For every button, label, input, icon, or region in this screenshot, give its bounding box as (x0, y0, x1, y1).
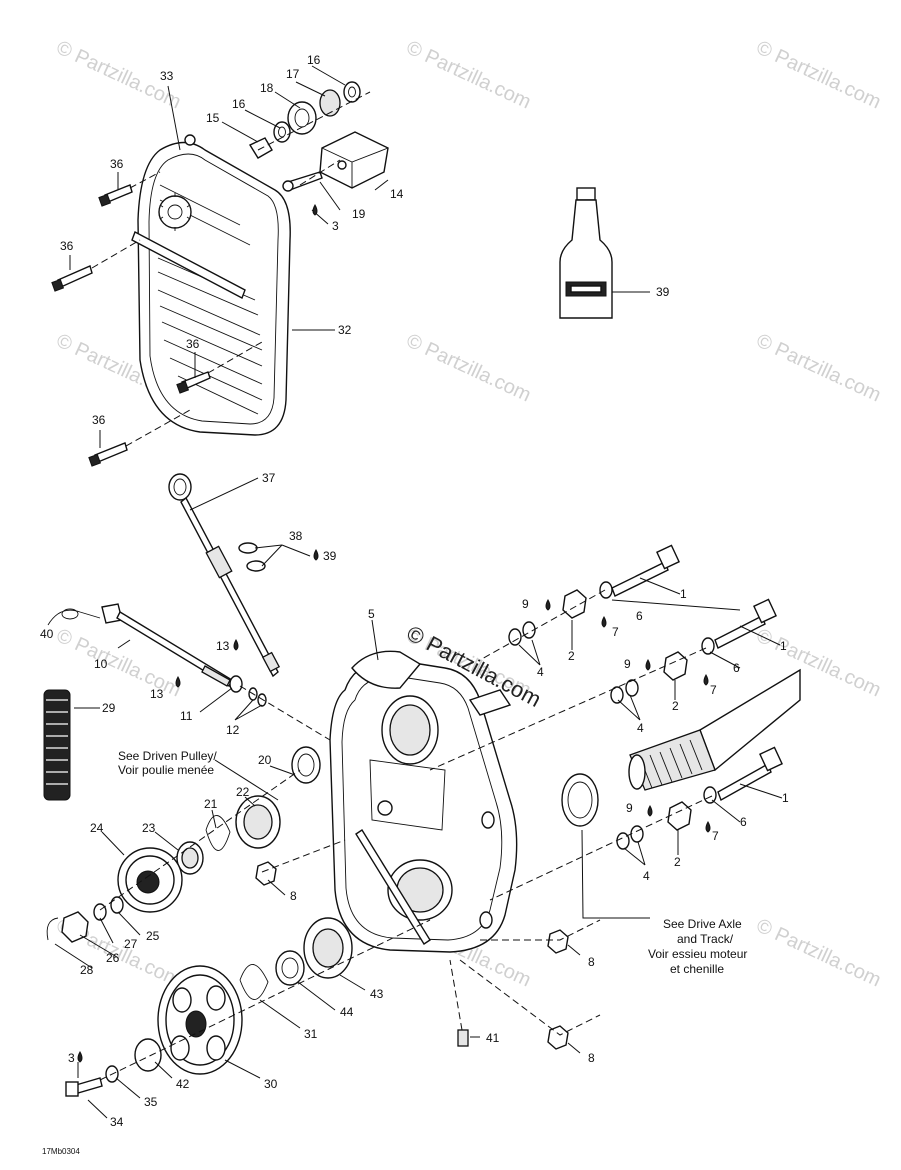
leader-lines (54, 65, 783, 1119)
callout-1: 1 (680, 587, 687, 601)
chaincase-cover (131, 134, 291, 436)
callout-20: 20 (258, 753, 272, 767)
callout-8: 8 (290, 889, 297, 903)
reference-notes: See Driven Pulley/ Voir poulie menée See… (118, 749, 747, 976)
callout-39: 39 (656, 285, 670, 299)
flange-nuts (255, 839, 601, 1050)
callout-16: 16 (307, 53, 321, 67)
lubricant-drop-icon (77, 203, 711, 1063)
drive-axle-note: Voir essieu moteur (648, 947, 747, 961)
driven-pulley-note: Voir poulie menée (118, 763, 214, 777)
callout-44: 44 (340, 1005, 354, 1019)
callout-36: 36 (110, 157, 124, 171)
callout-4: 4 (637, 721, 644, 735)
callout-40: 40 (40, 627, 54, 641)
watermark: © Partzilla.com (403, 330, 534, 407)
callout-22: 22 (236, 785, 250, 799)
callout-24: 24 (90, 821, 104, 835)
callout-12: 12 (226, 723, 240, 737)
callout-33: 33 (160, 69, 174, 83)
callout-26: 26 (106, 951, 120, 965)
callout-35: 35 (144, 1095, 158, 1109)
drive-axle-note: and Track/ (677, 932, 734, 946)
callout-17: 17 (286, 67, 300, 81)
upper-gear-group (46, 746, 321, 943)
callout-21: 21 (204, 797, 218, 811)
callout-34: 34 (110, 1115, 124, 1129)
callout-36: 36 (186, 337, 200, 351)
drive-shaft-group (43, 603, 331, 801)
oil-bottle-icon (559, 187, 613, 319)
callout-37: 37 (262, 471, 276, 485)
callout-25: 25 (146, 929, 160, 943)
callout-16: 16 (232, 97, 246, 111)
callout-labels: 33 16 17 18 16 15 36 14 19 3 36 39 32 36… (40, 53, 789, 1129)
watermark: © Partzilla.com (753, 915, 884, 992)
callout-31: 31 (304, 1027, 318, 1041)
callout-1: 1 (780, 639, 787, 653)
callout-6: 6 (733, 661, 740, 675)
callout-3: 3 (68, 1051, 75, 1065)
callout-14: 14 (390, 187, 404, 201)
mounting-bolts (429, 544, 783, 901)
callout-3: 3 (332, 219, 339, 233)
watermark: © Partzilla.com (53, 625, 184, 702)
callout-6: 6 (636, 609, 643, 623)
callout-19: 19 (352, 207, 366, 221)
callout-27: 27 (124, 937, 138, 951)
callout-32: 32 (338, 323, 352, 337)
drive-chain (43, 689, 71, 801)
cover-bolts (51, 171, 263, 467)
callout-28: 28 (80, 963, 94, 977)
watermark: © Partzilla.com (753, 37, 884, 114)
callout-41: 41 (486, 1031, 500, 1045)
callout-42: 42 (176, 1077, 190, 1091)
callout-9: 9 (522, 597, 529, 611)
drawing-code: 17Mb0304 (42, 1147, 80, 1156)
callout-18: 18 (260, 81, 274, 95)
callout-36: 36 (92, 413, 106, 427)
callout-13: 13 (150, 687, 164, 701)
drive-axle-note: See Drive Axle (663, 917, 742, 931)
callout-23: 23 (142, 821, 156, 835)
callout-2: 2 (674, 855, 681, 869)
callout-8: 8 (588, 955, 595, 969)
callout-7: 7 (612, 625, 619, 639)
callout-10: 10 (94, 657, 108, 671)
callout-6: 6 (740, 815, 747, 829)
callout-29: 29 (102, 701, 116, 715)
callout-7: 7 (710, 683, 717, 697)
callout-8: 8 (588, 1051, 595, 1065)
watermark: © Partzilla.com (753, 330, 884, 407)
callout-39: 39 (323, 549, 337, 563)
drive-axle (561, 668, 801, 827)
callout-4: 4 (537, 665, 544, 679)
dipstick (168, 473, 281, 678)
tensioner-group (248, 81, 389, 192)
callout-2: 2 (568, 649, 575, 663)
callout-9: 9 (624, 657, 631, 671)
driven-pulley-note: See Driven Pulley/ (118, 749, 217, 763)
callout-30: 30 (264, 1077, 278, 1091)
lower-gear-group (65, 917, 469, 1097)
callout-5: 5 (368, 607, 375, 621)
callout-1: 1 (782, 791, 789, 805)
callout-36: 36 (60, 239, 74, 253)
callout-4: 4 (643, 869, 650, 883)
callout-11: 11 (180, 709, 193, 723)
watermark: © Partzilla.com (403, 37, 534, 114)
callout-15: 15 (206, 111, 220, 125)
chaincase-housing (329, 650, 518, 953)
callout-9: 9 (626, 801, 633, 815)
callout-38: 38 (289, 529, 303, 543)
drive-axle-note: et chenille (670, 962, 724, 976)
callout-2: 2 (672, 699, 679, 713)
callout-7: 7 (712, 829, 719, 843)
callout-13: 13 (216, 639, 230, 653)
callout-43: 43 (370, 987, 384, 1001)
